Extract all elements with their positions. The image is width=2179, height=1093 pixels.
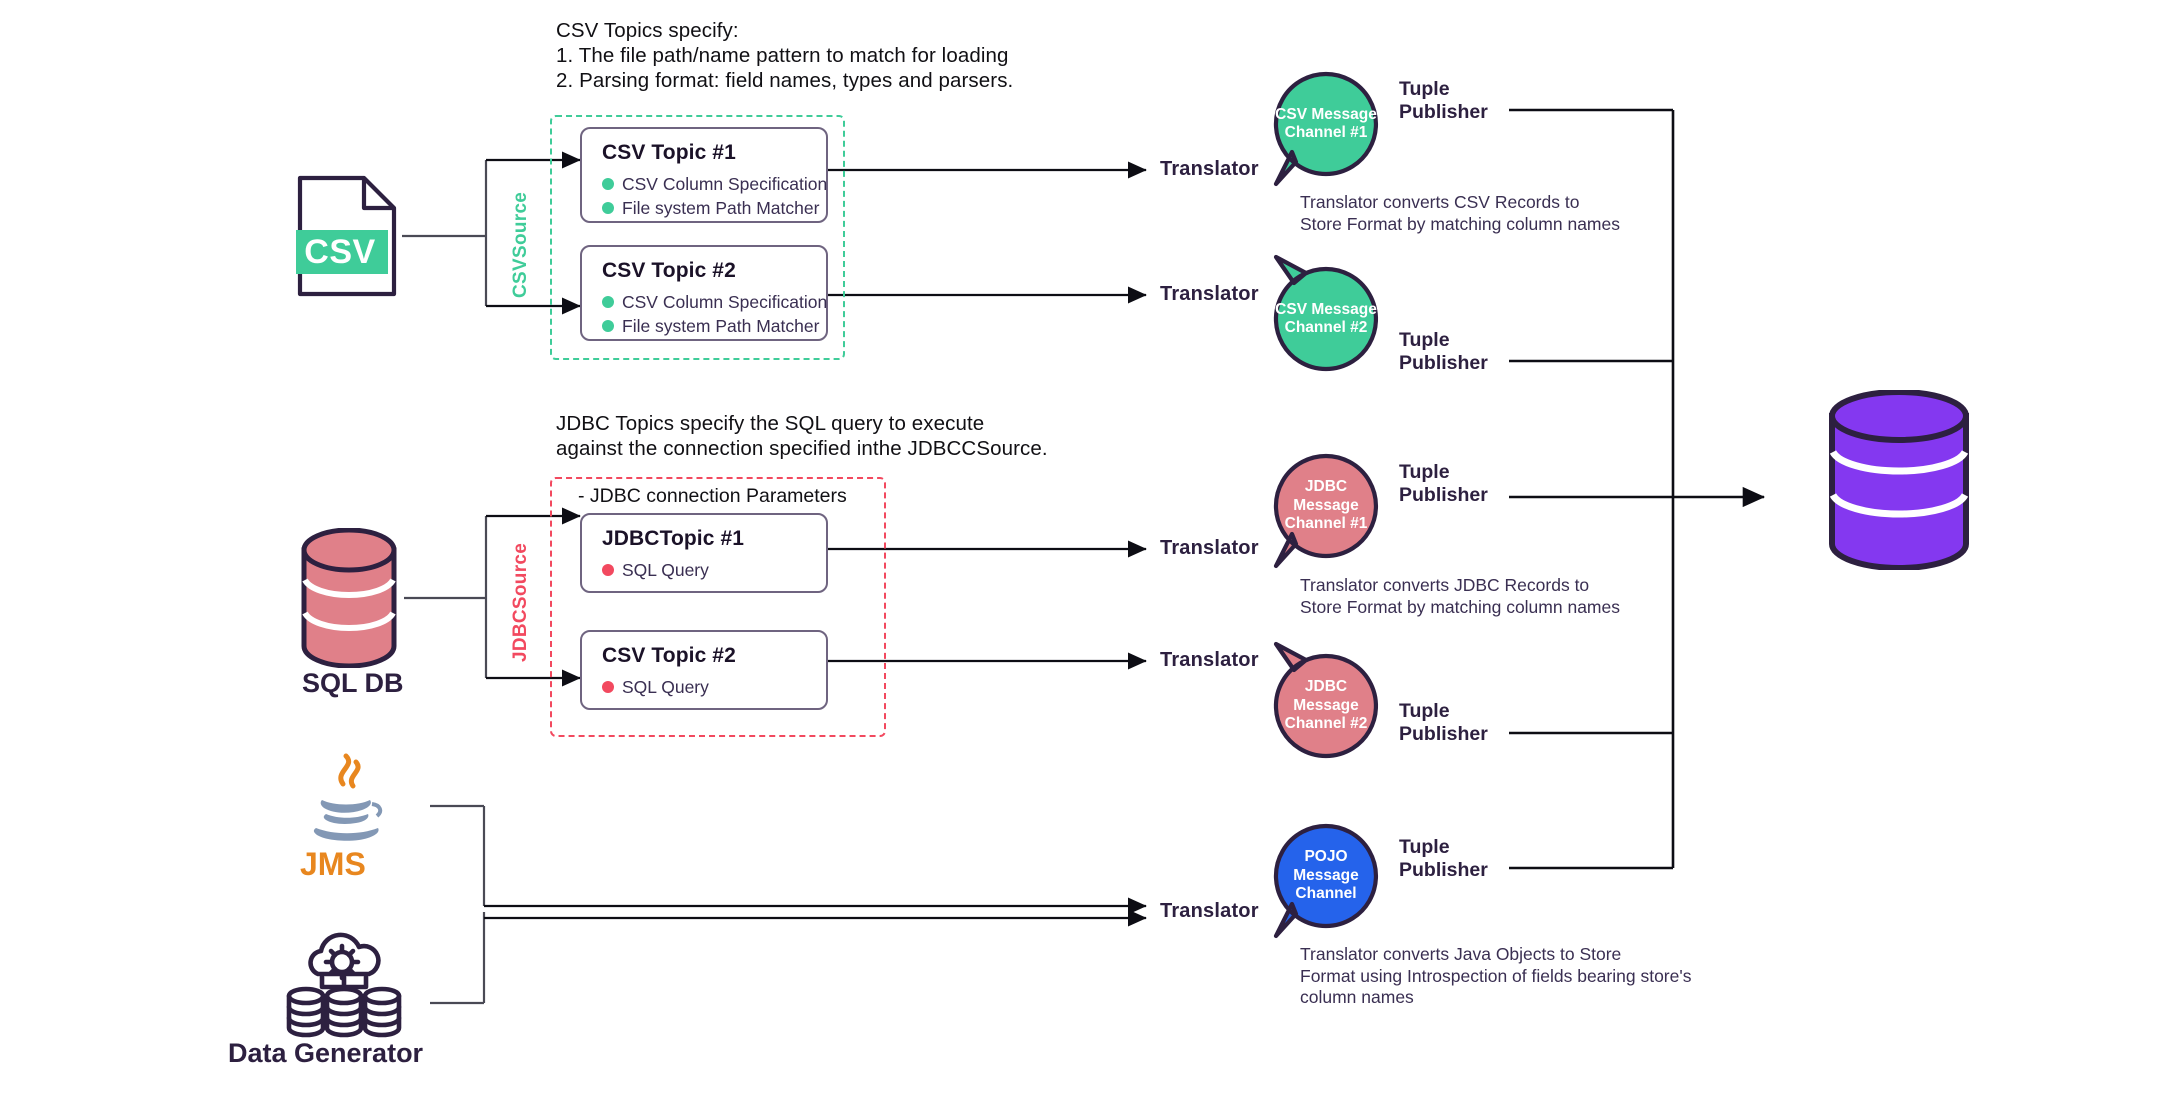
csv-icon-label: CSV xyxy=(304,232,376,271)
jdbc-connection-parameters-label: - JDBC connection Parameters xyxy=(578,485,847,507)
topic-card-csv-1[interactable]: CSV Topic #1 CSV Column Specification Fi… xyxy=(580,127,828,223)
message-channel-bubble-pojo[interactable]: POJO Message Channel xyxy=(1272,822,1380,939)
translator-label-1: Translator xyxy=(1160,158,1259,180)
topic-bullets: CSV Column Specification File system Pat… xyxy=(602,173,827,221)
message-channel-bubble-csv-1[interactable]: CSV Message Channel #1 xyxy=(1272,70,1380,187)
caption-jdbc: Translator converts JDBC Records to Stor… xyxy=(1300,575,1620,617)
purple-database-icon xyxy=(1824,389,1974,571)
translator-label-5: Translator xyxy=(1160,900,1259,922)
bullet-row: SQL Query xyxy=(602,559,709,581)
tuple-publisher-label-5: Tuple Publisher xyxy=(1399,836,1488,881)
csv-note: CSV Topics specify: 1. The file path/nam… xyxy=(556,19,1014,92)
bullet-label: CSV Column Specification xyxy=(622,173,828,194)
cloud-database-gear-icon xyxy=(284,930,404,1042)
bullet-row: File system Path Matcher xyxy=(602,197,827,219)
bullet-label: SQL Query xyxy=(622,676,709,697)
caption-csv: Translator converts CSV Records to Store… xyxy=(1300,192,1620,234)
topic-title: CSV Topic #1 xyxy=(602,141,736,164)
bullet-dot-icon xyxy=(602,681,614,693)
translator-label-2: Translator xyxy=(1160,283,1259,305)
java-coffee-icon xyxy=(298,748,394,852)
bullet-label: SQL Query xyxy=(622,559,709,580)
jdbcsource-group-box xyxy=(550,477,886,737)
database-icon xyxy=(294,527,404,669)
bullet-dot-icon xyxy=(602,564,614,576)
topic-bullets: SQL Query xyxy=(602,676,709,700)
bullet-label: File system Path Matcher xyxy=(622,197,820,218)
caption-pojo: Translator converts Java Objects to Stor… xyxy=(1300,944,1692,1007)
sqldb-label: SQL DB xyxy=(302,668,404,698)
topic-bullets: CSV Column Specification File system Pat… xyxy=(602,291,827,339)
csvsource-label: CSVSource xyxy=(510,191,531,298)
datagen-label: Data Generator xyxy=(228,1038,424,1068)
bullet-dot-icon xyxy=(602,202,614,214)
csvsource-group-box xyxy=(550,115,845,360)
bullet-row: CSV Column Specification xyxy=(602,173,827,195)
topic-title: JDBCTopic #1 xyxy=(602,527,745,550)
jms-label: JMS xyxy=(300,846,366,882)
topic-title: CSV Topic #2 xyxy=(602,259,736,282)
translator-label-3: Translator xyxy=(1160,537,1259,559)
tuple-publisher-label-3: Tuple Publisher xyxy=(1399,461,1488,506)
topic-card-jdbc-2[interactable]: CSV Topic #2 SQL Query xyxy=(580,630,828,710)
message-channel-bubble-jdbc-1[interactable]: JDBC Message Channel #1 xyxy=(1272,452,1380,569)
topic-title: CSV Topic #2 xyxy=(602,644,736,667)
bullet-dot-icon xyxy=(602,178,614,190)
bullet-row: CSV Column Specification xyxy=(602,291,827,313)
jdbc-note: JDBC Topics specify the SQL query to exe… xyxy=(556,412,1048,460)
topic-card-jdbc-1[interactable]: JDBCTopic #1 SQL Query xyxy=(580,513,828,593)
topic-card-csv-2[interactable]: CSV Topic #2 CSV Column Specification Fi… xyxy=(580,245,828,341)
bullet-label: CSV Column Specification xyxy=(622,291,828,312)
bullet-row: File system Path Matcher xyxy=(602,315,827,337)
translator-label-4: Translator xyxy=(1160,649,1259,671)
topic-bullets: SQL Query xyxy=(602,559,709,583)
message-channel-bubble-jdbc-2[interactable]: JDBC Message Channel #2 xyxy=(1272,641,1380,760)
tuple-publisher-label-2: Tuple Publisher xyxy=(1399,329,1488,374)
bullet-row: SQL Query xyxy=(602,676,709,698)
tuple-publisher-label-1: Tuple Publisher xyxy=(1399,78,1488,123)
jdbcsource-label: JDBCSource xyxy=(510,542,531,662)
bullet-label: File system Path Matcher xyxy=(622,315,820,336)
bullet-dot-icon xyxy=(602,296,614,308)
tuple-publisher-label-4: Tuple Publisher xyxy=(1399,700,1488,745)
bullet-dot-icon xyxy=(602,320,614,332)
message-channel-bubble-csv-2[interactable]: CSV Message Channel #2 xyxy=(1272,254,1380,373)
csv-file-icon: CSV xyxy=(292,174,398,298)
